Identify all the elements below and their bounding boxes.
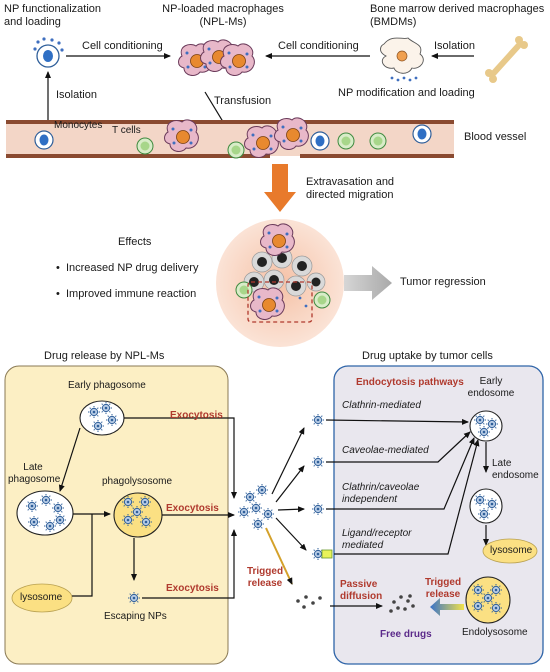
npl-line1: NP-loaded macrophages [162, 3, 284, 15]
lysosome-left [11, 583, 73, 613]
trigged-release-middle-label: Trigged release [240, 566, 290, 589]
effects-item-1: • Increased NP drug delivery [56, 262, 199, 274]
extravasation-line2: directed migration [306, 188, 394, 201]
phagolysosome-label: phagolysosome [102, 476, 173, 487]
exocytosis-label-1: Exocytosis [170, 410, 223, 421]
lysosome-right-label: lysosome [490, 545, 533, 556]
late-endosome [469, 488, 503, 524]
free-drug-dots-right [389, 594, 415, 613]
trigged-release-arrow-left [265, 527, 293, 585]
np-functionalized-monocyte [33, 37, 64, 68]
phagolysosome [113, 492, 163, 538]
tumor-mass [216, 219, 344, 347]
np-functionalization-label: NP functionalization and loading [4, 3, 101, 28]
bmdm-line1: Bone marrow derived macrophages [370, 3, 545, 15]
early-phagosome [79, 400, 125, 436]
effects-item-2: • Improved immune reaction [56, 288, 197, 300]
bmdm-cell [380, 37, 424, 82]
blood-vessel-label: Blood vessel [464, 131, 527, 143]
effects-title: Effects [118, 236, 152, 248]
endocytosis-pathways-title: Endocytosis pathways [356, 377, 464, 388]
endolysosome-label: Endolysosome [462, 627, 528, 638]
late-endosome-label: Late endosome [492, 458, 539, 481]
pathway-clathrin: Clathrin-mediated [342, 400, 421, 412]
exocytosis-label-2: Exocytosis [166, 503, 219, 514]
lysosome-right [482, 538, 538, 564]
uptake-nps [311, 413, 325, 561]
pathway-arrows [325, 418, 489, 555]
pathway-independent: Clathrin/caveolae independent [342, 482, 419, 505]
late-endosome-line1: Late [492, 458, 512, 469]
early-endosome [469, 410, 503, 442]
trigged-release-arrow-right [430, 598, 464, 616]
uptake-arrows [271, 427, 307, 551]
effects-item-1-text: Increased NP drug delivery [65, 262, 199, 274]
trigged-right-line1: Trigged [424, 577, 462, 588]
released-np-cluster [237, 483, 275, 531]
isolation-left-label: Isolation [56, 89, 97, 101]
np-func-line2: and loading [4, 15, 61, 28]
pathway-ligand-line1: Ligand/receptor [342, 528, 412, 539]
np-modification-label: NP modification and loading [338, 87, 475, 99]
left-panel-title: Drug release by NPL-Ms [44, 350, 165, 362]
passive-line2: diffusion [340, 590, 383, 602]
pathway-caveolae-text: Caveolae-mediated [342, 445, 429, 456]
passive-line1: Passive [340, 579, 378, 590]
extravasation-line1: Extravasation and [306, 176, 395, 188]
ligand-receptor-icon [321, 549, 333, 559]
passive-diffusion-label: Passive diffusion [340, 579, 382, 602]
transfusion-label: Transfusion [214, 95, 272, 107]
t-cells-label: T cells [112, 125, 141, 136]
pathway-independent-line2: independent [342, 493, 398, 505]
endolysosome [465, 576, 511, 624]
pathway-clathrin-text: Clathrin-mediated [342, 400, 421, 411]
late-phagosome-line1: Late [23, 462, 43, 473]
extravasation-arrow [264, 164, 296, 212]
trigged-middle-line1: Trigged [246, 566, 284, 577]
pathway-caveolae: Caveolae-mediated [342, 445, 429, 457]
effects-item-2-text: Improved immune reaction [65, 288, 197, 300]
pathway-ligand-line2: mediated [342, 539, 384, 551]
lysosome-left-label: lysosome [20, 592, 63, 603]
late-phagosome-label: Late phagosome [8, 462, 61, 485]
trigged-right-line2: release [425, 588, 461, 600]
npl-ms-label: NP-loaded macrophages (NPL-Ms) [158, 3, 288, 28]
pathway-independent-line1: Clathrin/caveolae [342, 482, 420, 493]
late-phagosome [16, 490, 74, 536]
free-drugs-label: Free drugs [380, 629, 432, 640]
early-endosome-line1: Early [479, 376, 503, 387]
left-panel-arrows [58, 417, 237, 599]
escaping-nps-label: Escaping NPs [104, 611, 167, 622]
right-panel-title: Drug uptake by tumor cells [362, 350, 493, 362]
late-phagosome-line2: phagosome [8, 473, 61, 485]
late-endosome-line2: endosome [492, 469, 539, 481]
extravasation-label: Extravasation and directed migration [306, 176, 394, 201]
trigged-release-right-label: Trigged release [418, 577, 468, 600]
isolation-right-label: Isolation [434, 40, 475, 52]
tumor-regression-label: Tumor regression [400, 276, 486, 288]
pathway-ligand: Ligand/receptor mediated [342, 528, 412, 551]
monocytes-label: Monocytes [54, 120, 103, 131]
cell-conditioning-left-label: Cell conditioning [82, 40, 163, 52]
early-endosome-line2: endosome [467, 387, 515, 399]
free-drug-dots-middle [296, 595, 322, 609]
bmdm-label: Bone marrow derived macrophages (BMDMs) [370, 3, 544, 28]
npl-macrophage-cluster [178, 39, 255, 76]
np-func-line1: NP functionalization [4, 3, 102, 15]
cell-conditioning-right-label: Cell conditioning [278, 40, 359, 52]
early-endosome-label: Early endosome [466, 376, 516, 399]
trigged-middle-line2: release [247, 577, 283, 589]
bmdm-line2: (BMDMs) [370, 15, 417, 28]
exocytosis-label-3: Exocytosis [166, 583, 219, 594]
bone-icon [485, 36, 528, 83]
tumor-regression-arrow [344, 266, 392, 300]
npl-line2: (NPL-Ms) [199, 15, 247, 28]
early-phagosome-label: Early phagosome [68, 380, 146, 391]
